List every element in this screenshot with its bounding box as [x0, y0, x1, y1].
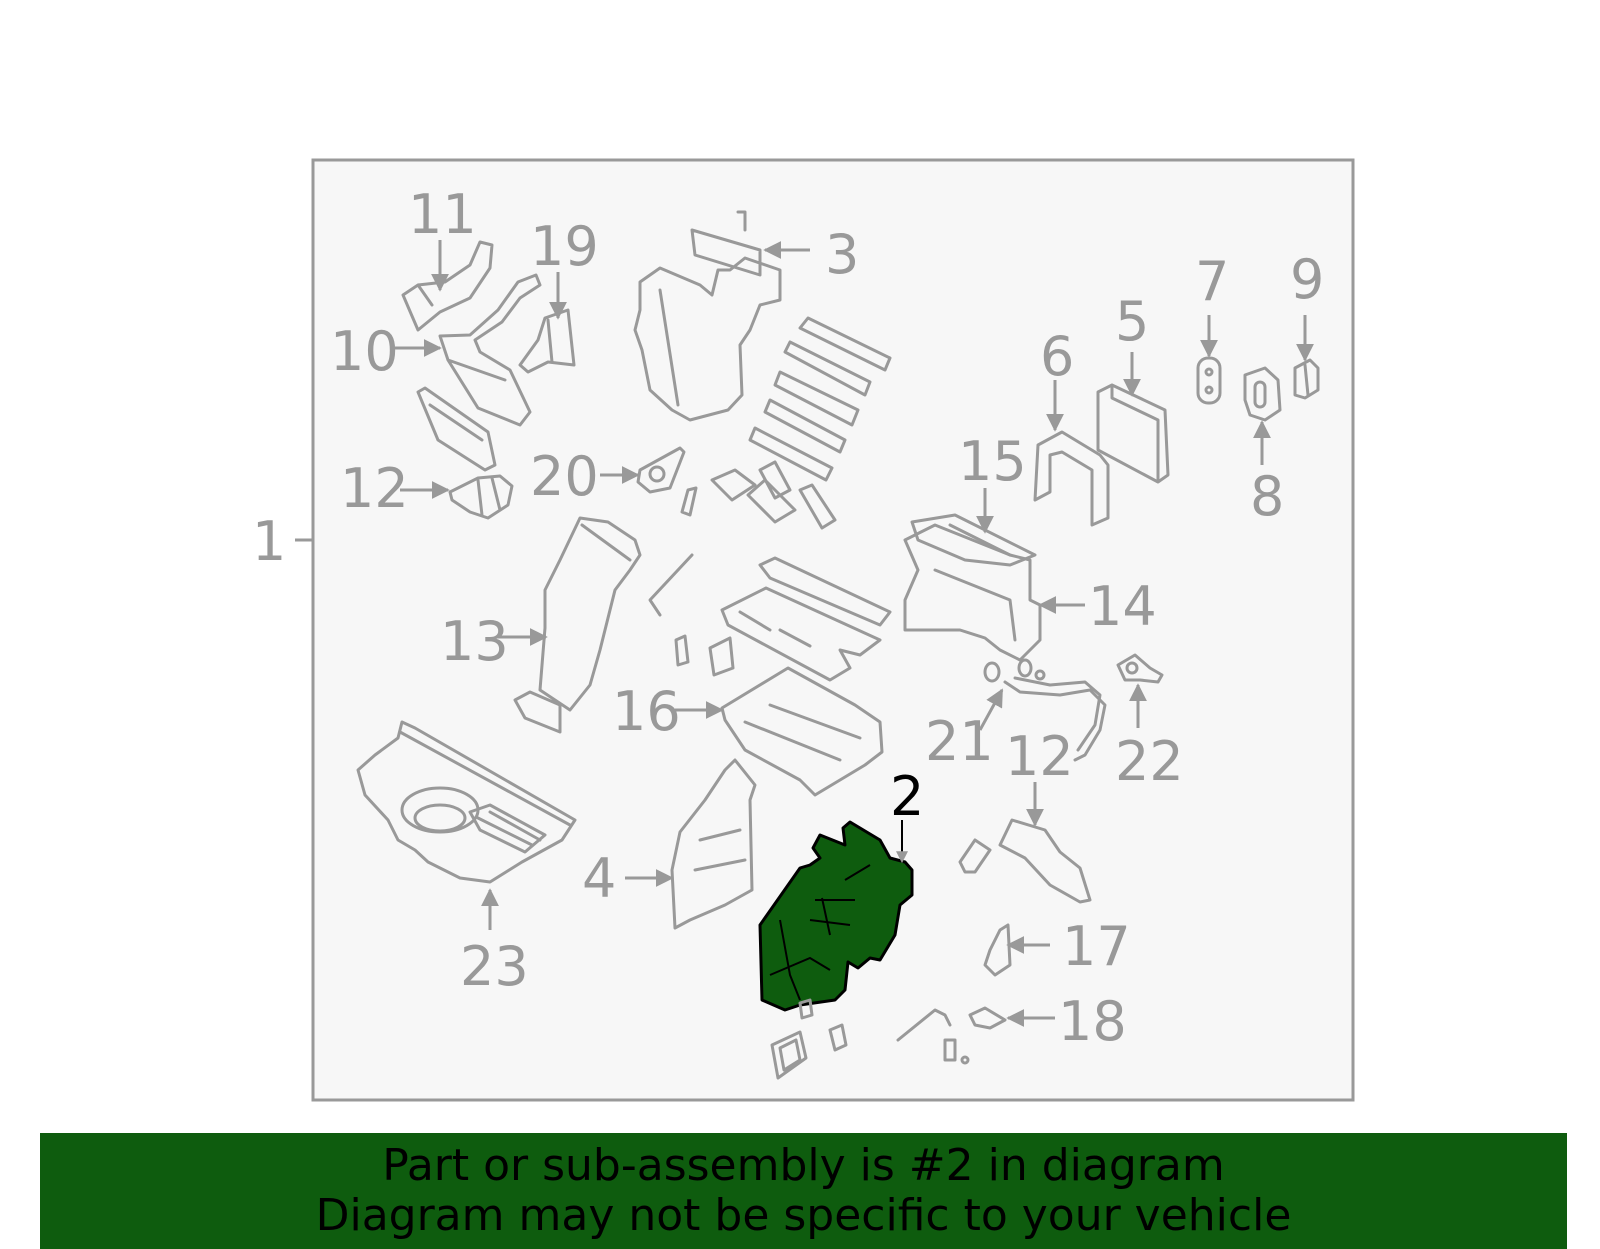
part-12-upper — [448, 474, 514, 520]
part-filters-stack — [748, 316, 892, 482]
callout-1: 1 — [252, 510, 286, 573]
part-5 — [1096, 383, 1170, 484]
part-6 — [1033, 430, 1110, 527]
callout-7: 7 — [1195, 250, 1229, 313]
callout-3: 3 — [825, 223, 859, 286]
part-15 — [910, 513, 1037, 567]
part-filter-frame — [720, 556, 892, 682]
callout-16: 16 — [612, 680, 681, 743]
callout-14: 14 — [1088, 575, 1157, 638]
part-17 — [983, 923, 1012, 977]
callout-2: 2 — [890, 765, 924, 828]
callout-11: 11 — [408, 183, 477, 246]
callout-6: 6 — [1040, 325, 1074, 388]
part-3 — [633, 210, 782, 422]
part-7 — [1196, 356, 1222, 405]
callout-23: 23 — [460, 935, 529, 998]
callout-19: 19 — [530, 215, 599, 278]
callout-12-upper: 12 — [340, 457, 409, 520]
part-8 — [1243, 366, 1282, 422]
callout-9: 9 — [1290, 248, 1324, 311]
part-16 — [720, 666, 884, 797]
callout-5: 5 — [1115, 290, 1149, 353]
callout-22: 22 — [1115, 730, 1184, 793]
banner-line-1: Part or sub-assembly is #2 in diagram — [382, 1140, 1225, 1191]
callout-13: 13 — [440, 610, 509, 673]
part-4 — [670, 758, 757, 930]
part-small-pieces-a — [680, 460, 837, 530]
part-10 — [438, 273, 542, 427]
info-banner: Part or sub-assembly is #2 in diagram Di… — [40, 1133, 1567, 1249]
part-13 — [513, 516, 642, 734]
part-small-pieces-b — [674, 634, 735, 677]
callout-15: 15 — [958, 430, 1027, 493]
callout-18: 18 — [1058, 990, 1127, 1053]
part-small-pieces-c — [770, 1023, 848, 1080]
part-rod — [648, 553, 694, 617]
part-22 — [1116, 653, 1164, 684]
callout-12-lower: 12 — [1005, 725, 1074, 788]
part-23 — [356, 720, 577, 884]
callout-10: 10 — [330, 320, 399, 383]
callout-17: 17 — [1062, 915, 1131, 978]
callout-20: 20 — [530, 445, 599, 508]
part-21 — [1003, 676, 1107, 762]
part-18 — [896, 1006, 1007, 1062]
part-19 — [518, 308, 576, 374]
callout-21: 21 — [925, 710, 994, 773]
callout-8: 8 — [1250, 465, 1284, 528]
callout-4: 4 — [582, 847, 616, 910]
part-14 — [903, 523, 1042, 662]
part-10-filter — [416, 386, 497, 472]
banner-line-2: Diagram may not be specific to your vehi… — [315, 1190, 1292, 1241]
